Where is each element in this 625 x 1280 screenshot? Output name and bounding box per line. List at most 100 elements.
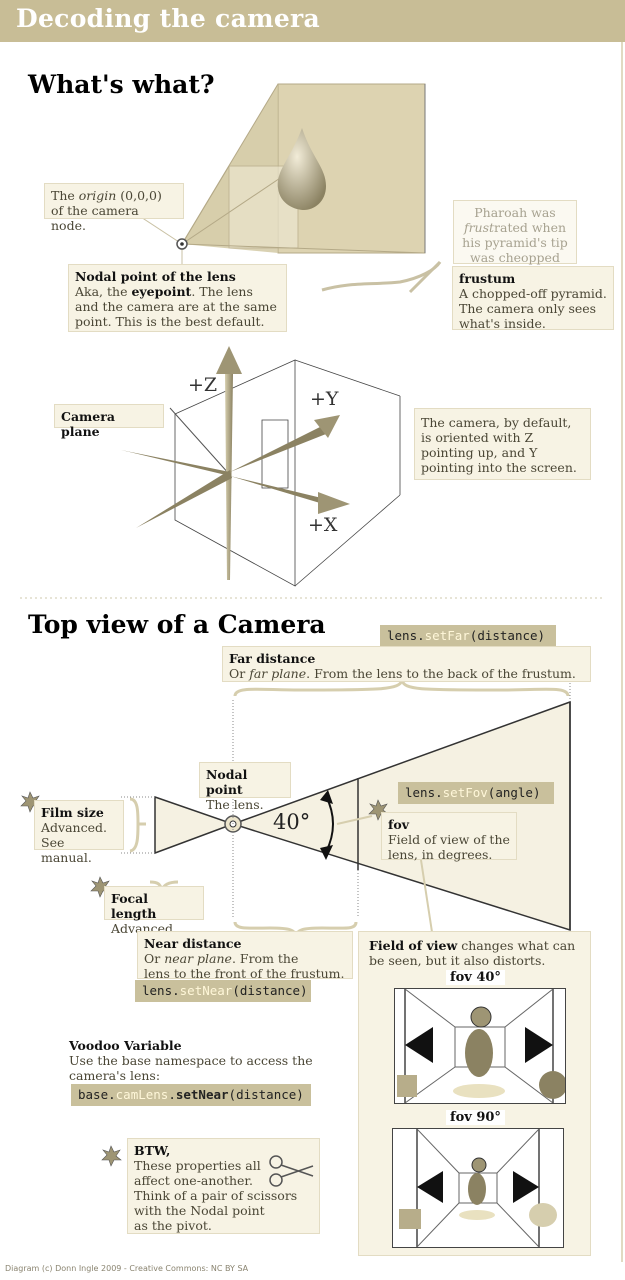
setfar-fn: setFar: [424, 628, 470, 643]
setfov-fn: setFov: [442, 785, 488, 800]
near-line2: lens to the front of the frustum.: [144, 966, 345, 981]
setfov-obj: lens.: [405, 785, 443, 800]
near-line1a: Or: [144, 951, 165, 966]
origin-callout: The origin (0,0,0) of the camera node.: [44, 183, 184, 233]
voodoo-line1: Use the base namespace to access the: [69, 1053, 313, 1068]
frustum-line1: A chopped-off pyramid.: [459, 286, 607, 301]
fov40-label: fov 40°: [446, 970, 505, 985]
axis-y-label: +Y: [310, 388, 339, 410]
top-nodal-sub: The lens.: [206, 797, 264, 812]
setfar-code: lens.setFar(distance): [380, 625, 556, 647]
fov90-label: fov 90°: [446, 1110, 505, 1125]
pharoah-line3: his pyramid's tip: [462, 235, 568, 250]
nodal-line2: and the camera are at the same: [75, 299, 277, 314]
btw-callout: BTW, These properties all affect one-ano…: [127, 1138, 320, 1234]
voodoo-code-e: (distance): [228, 1087, 304, 1102]
setnear-obj: lens.: [142, 983, 180, 998]
focal-title: Focal length: [111, 891, 157, 921]
setnear-fn: setNear: [179, 983, 233, 998]
axis-z-label: +Z: [188, 374, 218, 396]
nodal-line1b: eyepoint: [131, 284, 192, 299]
nodal-line1a: Aka, the: [75, 284, 132, 299]
fov40-scene: [397, 989, 565, 1103]
fov40-render: [394, 988, 566, 1104]
btw-title: BTW,: [134, 1143, 171, 1158]
origin-text-line2: of the camera node.: [51, 203, 139, 233]
nodal-point-label: Nodal point The lens.: [199, 762, 291, 812]
btw-line4: with the Nodal point: [134, 1203, 265, 1218]
near-title: Near distance: [144, 936, 242, 951]
page-title: Decoding the camera: [16, 4, 321, 33]
fov-callout: fov Field of view of the lens, in degree…: [381, 812, 517, 862]
camera-plane-label: Camera plane: [54, 404, 164, 439]
frustum-title: frustum: [459, 271, 516, 286]
fov90-scene: [399, 1129, 557, 1247]
section-heading-top-view: Top view of a Camera: [28, 610, 326, 639]
setnear-code: lens.setNear(distance): [135, 980, 311, 1002]
fovbox-line2: be seen, but it also distorts.: [369, 953, 546, 968]
section-heading-whats-what: What's what?: [28, 70, 215, 99]
nodal-line1c: . The lens: [191, 284, 253, 299]
far-line1b: . From the lens to the back of the frust…: [306, 666, 576, 681]
orient-line3: pointing up, and Y: [421, 445, 538, 460]
far-line1em: far plane: [249, 666, 307, 681]
setfar-obj: lens.: [387, 628, 425, 643]
film-size-callout: Film size Advanced. See manual.: [34, 800, 124, 865]
film-line2: See manual.: [41, 835, 92, 865]
pharoah-line2-em: frust: [463, 220, 495, 235]
fov-title: fov: [388, 817, 409, 832]
film-line1: Advanced.: [41, 820, 107, 835]
pharoah-line1: Pharoah was: [474, 205, 556, 220]
axis-x-label: +X: [308, 514, 338, 536]
voodoo-line2: camera's lens:: [69, 1068, 161, 1083]
voodoo-title: Voodoo Variable: [69, 1038, 182, 1053]
setfov-code: lens.setFov(angle): [398, 782, 554, 804]
orient-line1: The camera, by default,: [421, 415, 572, 430]
far-distance-callout: Far distance Or far plane. From the lens…: [222, 646, 591, 682]
voodoo-code: base.camLens.setNear(distance): [71, 1084, 311, 1106]
setfov-arg: (angle): [487, 785, 541, 800]
top-nodal-title: Nodal point: [206, 767, 248, 797]
nodal-title: Nodal point of the lens: [75, 269, 236, 284]
origin-text-em: origin: [78, 188, 117, 203]
voodoo-code-c: .: [168, 1087, 176, 1102]
far-title: Far distance: [229, 651, 316, 666]
near-line1b: . From the: [231, 951, 299, 966]
nodal-point-callout: Nodal point of the lens Aka, the eyepoin…: [68, 264, 287, 332]
btw-line2: affect one-another.: [134, 1173, 254, 1188]
pharoah-line2: rated when: [494, 220, 567, 235]
near-line1em: near plane: [164, 951, 232, 966]
fovbox-line1: changes what can: [457, 938, 576, 953]
film-title: Film size: [41, 805, 104, 820]
fov90-render: [392, 1128, 564, 1248]
origin-text-pre: The: [51, 188, 79, 203]
title-bar: [0, 0, 625, 42]
fov-line1: Field of view of the: [388, 832, 510, 847]
frustum-callout: frustum A chopped-off pyramid. The camer…: [452, 266, 614, 331]
orient-line4: pointing into the screen.: [421, 460, 577, 475]
origin-text-post: (0,0,0): [116, 188, 162, 203]
orientation-callout: The camera, by default, is oriented with…: [414, 408, 591, 480]
axes-figure: [121, 346, 401, 587]
far-line1a: Or: [229, 666, 250, 681]
setnear-arg: (distance): [232, 983, 308, 998]
fov-line2: lens, in degrees.: [388, 847, 493, 862]
voodoo-block: Voodoo Variable Use the base namespace t…: [69, 1038, 339, 1083]
near-distance-callout: Near distance Or near plane. From the le…: [137, 931, 353, 981]
frustum-3d-figure: [181, 83, 426, 254]
footer-credit: Diagram (c) Donn Ingle 2009 - Creative C…: [5, 1264, 249, 1273]
btw-line5: as the pivot.: [134, 1218, 212, 1233]
nodal-line3: point. This is the best default.: [75, 314, 265, 329]
voodoo-code-a: base.: [78, 1087, 116, 1102]
fovbox-title: Field of view: [369, 938, 458, 953]
focal-length-callout: Focal length Advanced.: [104, 886, 204, 936]
voodoo-code-b: camLens: [115, 1087, 169, 1102]
frustum-line3: what's inside.: [459, 316, 546, 331]
pharoah-callout: Pharoah was frustrated when his pyramid'…: [453, 200, 577, 280]
star-icons: [20, 791, 389, 1167]
btw-line3: Think of a pair of scissors: [134, 1188, 298, 1203]
setfar-arg: (distance): [469, 628, 546, 643]
voodoo-code-d: setNear: [175, 1087, 229, 1102]
orient-line2: is oriented with Z: [421, 430, 534, 445]
frustum-line2: The camera only sees: [459, 301, 597, 316]
